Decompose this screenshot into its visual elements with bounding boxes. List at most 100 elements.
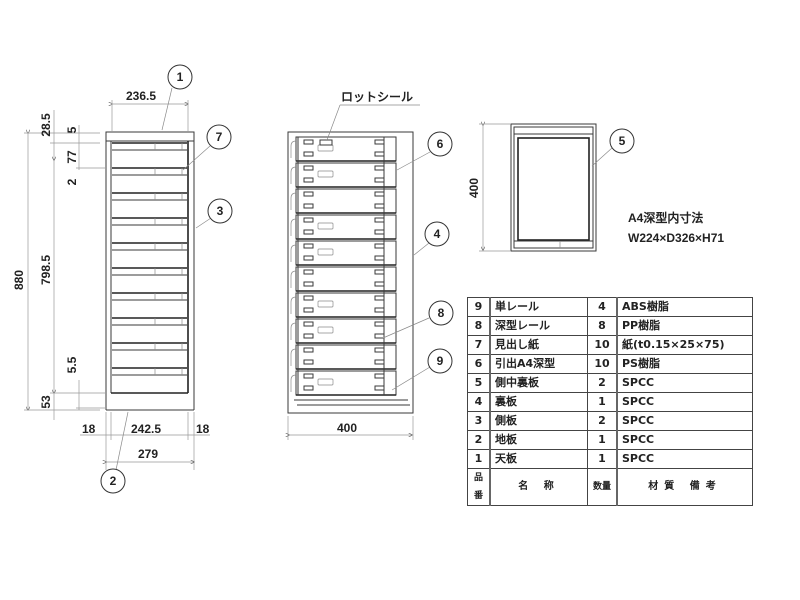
cell-no: 9 — [467, 297, 491, 317]
side-drawer — [112, 192, 187, 201]
cell-no: 3 — [467, 411, 491, 431]
cell-material: PP樹脂 — [616, 316, 753, 336]
rail-slot — [374, 177, 385, 183]
handle — [317, 326, 334, 334]
callout-9 — [427, 348, 453, 374]
svg-text:6: 6 — [437, 137, 444, 151]
dim-total-height: 880 — [12, 270, 26, 290]
lot-seal-label: ロットシール — [341, 90, 413, 104]
svg-text:2: 2 — [110, 474, 117, 488]
handle — [317, 144, 334, 152]
handle — [317, 170, 334, 178]
label-slot — [303, 347, 314, 353]
rail-slot — [303, 385, 314, 391]
rail-slot — [303, 151, 314, 157]
side-drawer — [112, 342, 187, 351]
rail-slot — [374, 229, 385, 235]
cell-material: SPCC — [616, 392, 753, 412]
dim-side-right: 18 — [196, 422, 210, 436]
side-drawer — [112, 292, 187, 301]
handle — [317, 378, 334, 386]
label-slot — [303, 321, 314, 327]
side-drawer — [112, 167, 187, 176]
lot-seal — [319, 139, 333, 146]
cell-qty: 10 — [587, 335, 618, 355]
rail-slot — [374, 151, 385, 157]
inner-dims-value: W224×D326×H71 — [628, 231, 724, 245]
dim-top-width: 236.5 — [126, 89, 156, 103]
dim-total-width: 279 — [138, 447, 158, 461]
cell-qty: 1 — [587, 430, 618, 450]
svg-text:5: 5 — [619, 134, 626, 148]
front-drawer — [290, 214, 397, 240]
cell-name: 裏板 — [489, 392, 588, 412]
rail-slot — [374, 385, 385, 391]
cell-name: 単レール — [489, 297, 588, 317]
handle — [317, 300, 334, 308]
label-slot — [374, 295, 385, 301]
dim-front-width: 400 — [337, 421, 357, 435]
label-slot — [303, 243, 314, 249]
cell-material: SPCC — [616, 449, 753, 469]
front-view — [288, 131, 414, 440]
handle — [317, 222, 334, 230]
cell-qty: 1 — [587, 392, 618, 412]
svg-text:7: 7 — [216, 130, 223, 144]
cell-qty: 2 — [587, 411, 618, 431]
cell-material: ABS樹脂 — [616, 297, 753, 317]
rail-slot — [374, 333, 385, 339]
rail-slot — [303, 177, 314, 183]
cell-no: 8 — [467, 316, 491, 336]
cell-name: 見出し紙 — [489, 335, 588, 355]
label-slot — [374, 191, 385, 197]
label-slot — [303, 217, 314, 223]
cell-qty: 4 — [587, 297, 618, 317]
callout-6 — [427, 131, 453, 157]
cell-no: 7 — [467, 335, 491, 355]
rail-slot — [303, 255, 314, 261]
callout-4 — [424, 221, 450, 247]
svg-text:1: 1 — [177, 70, 184, 84]
label-slot — [303, 295, 314, 301]
rail-slot — [374, 281, 385, 287]
label-slot — [374, 269, 385, 275]
label-slot — [374, 217, 385, 223]
dim-rail-gap: 2 — [65, 178, 79, 185]
side-drawer — [112, 242, 187, 251]
parts-table-header: 品番 名 称 数量 材質 備考 — [467, 468, 753, 506]
svg-text:3: 3 — [217, 204, 224, 218]
rail-slot — [374, 359, 385, 365]
cell-name: 深型レール — [489, 316, 588, 336]
side-drawers — [112, 142, 187, 376]
label-slot — [374, 243, 385, 249]
svg-text:4: 4 — [434, 227, 441, 241]
rail-slot — [303, 333, 314, 339]
dim-top-gap: 5 — [65, 126, 79, 133]
cell-name: 天板 — [489, 449, 588, 469]
dim-inner-width: 242.5 — [131, 422, 161, 436]
callout-8 — [428, 300, 454, 326]
cell-no: 4 — [467, 392, 491, 412]
cell-qty: 8 — [587, 316, 618, 336]
dim-base-height: 53 — [39, 395, 53, 409]
cell-qty: 10 — [587, 354, 618, 374]
front-drawer — [290, 136, 397, 162]
label-slot — [374, 165, 385, 171]
cell-qty: 1 — [587, 449, 618, 469]
cell-name: 引出A4深型 — [489, 354, 588, 374]
label-slot — [374, 139, 385, 145]
rail-slot — [303, 359, 314, 365]
inner-dims-title: A4深型内寸法 — [628, 210, 703, 225]
top-plate — [105, 131, 195, 142]
side-drawer — [112, 367, 187, 376]
svg-text:9: 9 — [437, 354, 444, 368]
front-drawer — [290, 266, 397, 292]
dim-side-left: 18 — [82, 422, 96, 436]
rail-slot — [374, 203, 385, 209]
handle — [317, 248, 334, 256]
